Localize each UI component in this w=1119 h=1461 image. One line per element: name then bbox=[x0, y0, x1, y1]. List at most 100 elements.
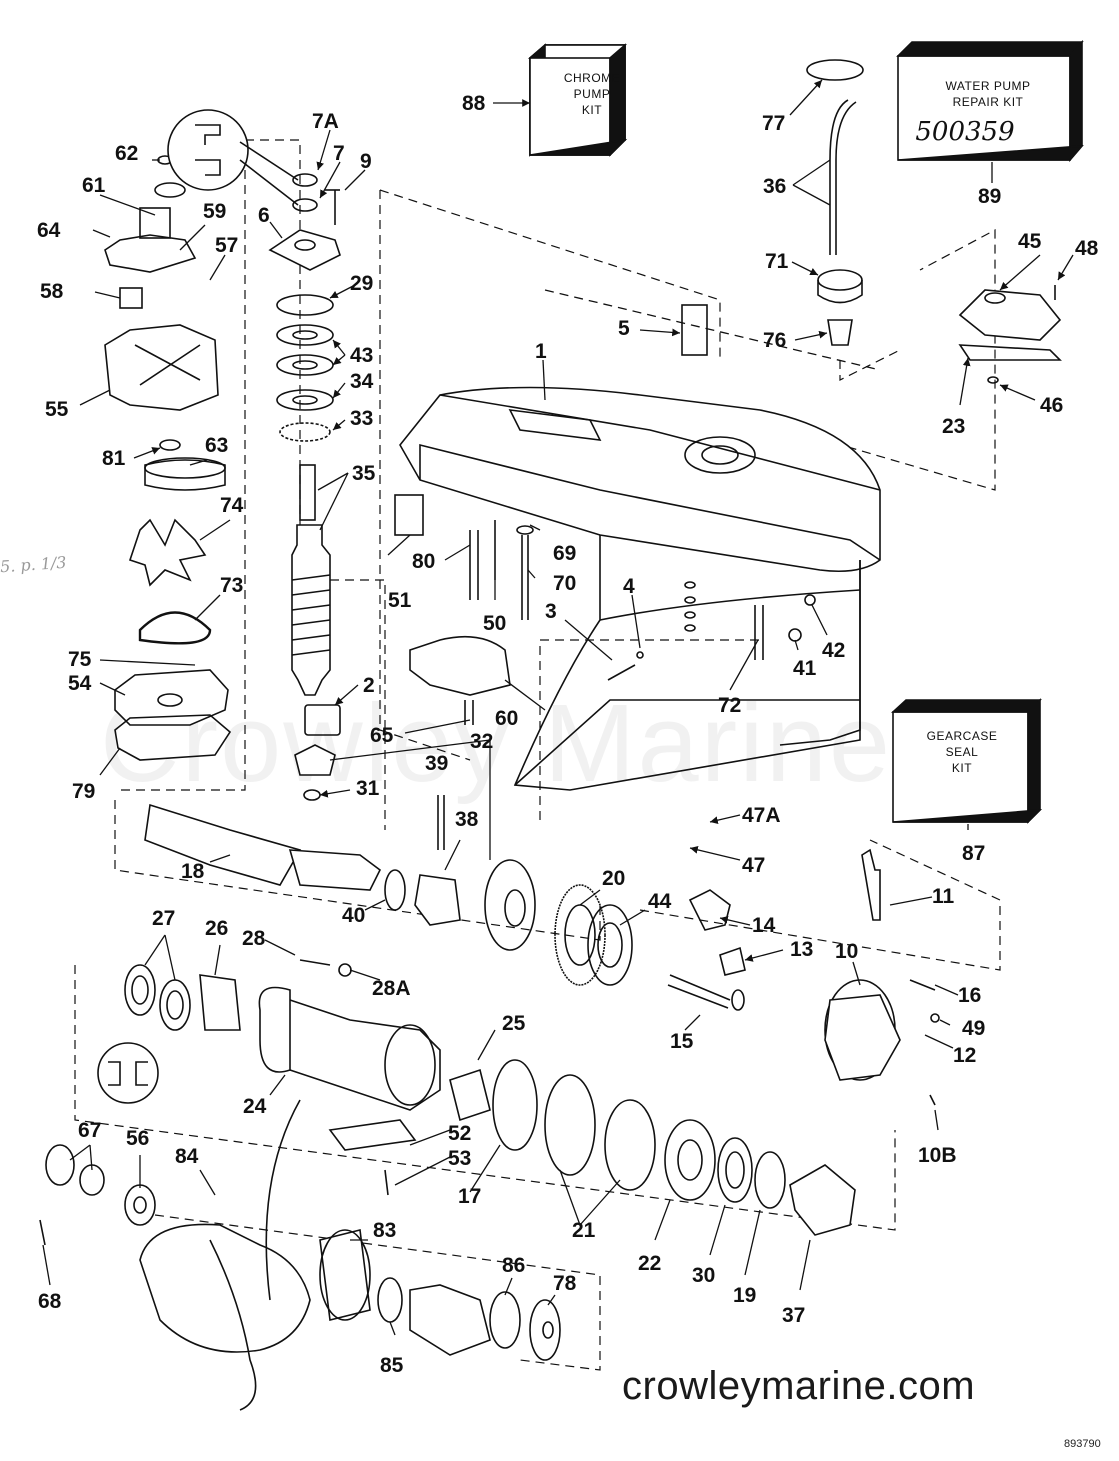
chrome-pump-kit-box bbox=[527, 43, 628, 157]
handwritten-kit-note: 500359 bbox=[915, 117, 1014, 147]
document-number: 893790 bbox=[1064, 1438, 1101, 1450]
gear-train bbox=[144, 704, 633, 986]
callout-78: 78 bbox=[553, 1272, 577, 1295]
callout-67: 67 bbox=[78, 1119, 101, 1142]
seal-kit-line2: SEAL bbox=[946, 745, 979, 759]
callout-83: 83 bbox=[373, 1219, 396, 1242]
callout-39: 39 bbox=[425, 752, 448, 775]
propeller bbox=[39, 1099, 561, 1411]
callout-14: 14 bbox=[752, 914, 776, 937]
callout-70: 70 bbox=[553, 572, 576, 595]
callout-10b: 10B bbox=[918, 1144, 957, 1167]
callout-1: 1 bbox=[535, 340, 547, 363]
callout-5: 5 bbox=[618, 317, 630, 340]
callout-84: 84 bbox=[175, 1145, 199, 1168]
chrome-pump-kit-line2: PUMP bbox=[574, 87, 611, 101]
callout-64: 64 bbox=[37, 219, 61, 242]
callout-49: 49 bbox=[962, 1017, 985, 1040]
callout-25: 25 bbox=[502, 1012, 526, 1035]
callout-61: 61 bbox=[82, 174, 106, 197]
callout-33: 33 bbox=[350, 407, 373, 430]
seal-kit-line1: GEARCASE bbox=[927, 729, 998, 743]
callout-7a: 7A bbox=[312, 110, 339, 133]
callout-60: 60 bbox=[495, 707, 518, 730]
callout-54: 54 bbox=[68, 672, 92, 695]
water-pump-repair-kit-box bbox=[896, 39, 1084, 163]
callout-48: 48 bbox=[1075, 237, 1099, 260]
propeller-shaft-assembly bbox=[97, 959, 856, 1236]
callout-74: 74 bbox=[220, 494, 244, 517]
callout-53: 53 bbox=[448, 1147, 471, 1170]
callout-27: 27 bbox=[152, 907, 175, 930]
callout-81: 81 bbox=[102, 447, 126, 470]
gearcase-seal-kit-box bbox=[890, 698, 1043, 824]
chrome-pump-kit-line1: CHROME bbox=[564, 71, 620, 85]
watermark: Crowley Marine bbox=[100, 682, 893, 805]
callout-2: 2 bbox=[363, 674, 375, 697]
callout-63: 63 bbox=[205, 434, 228, 457]
callout-30: 30 bbox=[692, 1264, 715, 1287]
callout-87: 87 bbox=[962, 842, 985, 865]
middle-fasteners bbox=[394, 304, 816, 725]
callout-72: 72 bbox=[718, 694, 741, 717]
callout-44: 44 bbox=[648, 890, 672, 913]
callout-11: 11 bbox=[932, 885, 955, 908]
callout-80: 80 bbox=[412, 550, 435, 573]
seal-kit-line3: KIT bbox=[952, 761, 972, 775]
callout-10: 10 bbox=[835, 940, 858, 963]
callout-16: 16 bbox=[958, 984, 981, 1007]
callout-88: 88 bbox=[462, 92, 486, 115]
callout-65: 65 bbox=[370, 724, 394, 747]
callout-23: 23 bbox=[942, 415, 965, 438]
callout-73: 73 bbox=[220, 574, 243, 597]
callout-7: 7 bbox=[333, 142, 345, 165]
water-pump-kit-line2: REPAIR KIT bbox=[953, 95, 1024, 109]
callout-17: 17 bbox=[458, 1185, 481, 1208]
callout-34: 34 bbox=[350, 370, 374, 393]
callout-26: 26 bbox=[205, 917, 228, 940]
callout-89: 89 bbox=[978, 185, 1001, 208]
callout-77: 77 bbox=[762, 112, 785, 135]
seal-detail-inset bbox=[167, 109, 299, 206]
website-footer: crowleymarine.com bbox=[622, 1364, 976, 1408]
callout-57: 57 bbox=[215, 234, 238, 257]
callout-43: 43 bbox=[350, 344, 373, 367]
callout-59: 59 bbox=[203, 200, 226, 223]
callout-22: 22 bbox=[638, 1252, 661, 1275]
callout-68: 68 bbox=[38, 1290, 62, 1313]
callout-12: 12 bbox=[953, 1044, 976, 1067]
callout-24: 24 bbox=[243, 1095, 267, 1118]
water-pump-kit-line1: WATER PUMP bbox=[946, 79, 1031, 93]
callout-13: 13 bbox=[790, 938, 813, 961]
callout-28a: 28A bbox=[372, 977, 411, 1000]
callout-62: 62 bbox=[115, 142, 138, 165]
callout-51: 51 bbox=[388, 589, 412, 612]
callout-29: 29 bbox=[350, 272, 373, 295]
callout-38: 38 bbox=[455, 808, 479, 831]
callout-3: 3 bbox=[545, 600, 557, 623]
callout-85: 85 bbox=[380, 1354, 404, 1377]
shift-assembly bbox=[667, 848, 940, 1106]
callout-28: 28 bbox=[242, 927, 266, 950]
callout-55: 55 bbox=[45, 398, 69, 421]
callout-19: 19 bbox=[733, 1284, 756, 1307]
part-callouts: 1 2 3 4 5 6 7 7A 9 10 10B 11 12 13 14 15… bbox=[37, 92, 1099, 1377]
shim-stack bbox=[276, 294, 334, 442]
callout-20: 20 bbox=[602, 867, 625, 890]
callout-4: 4 bbox=[623, 575, 635, 598]
callout-71: 71 bbox=[765, 250, 789, 273]
callout-86: 86 bbox=[502, 1254, 525, 1277]
callout-32: 32 bbox=[470, 730, 493, 753]
callout-42: 42 bbox=[822, 639, 845, 662]
upper-right-parts bbox=[806, 59, 1062, 384]
callout-47a: 47A bbox=[742, 804, 781, 827]
callout-46: 46 bbox=[1040, 394, 1063, 417]
callout-36: 36 bbox=[763, 175, 786, 198]
callout-47: 47 bbox=[742, 854, 765, 877]
callout-6: 6 bbox=[258, 204, 270, 227]
water-pump-parts bbox=[104, 155, 341, 761]
callout-18: 18 bbox=[181, 860, 205, 883]
chrome-pump-kit-line3: KIT bbox=[582, 103, 602, 117]
callout-31: 31 bbox=[356, 777, 380, 800]
